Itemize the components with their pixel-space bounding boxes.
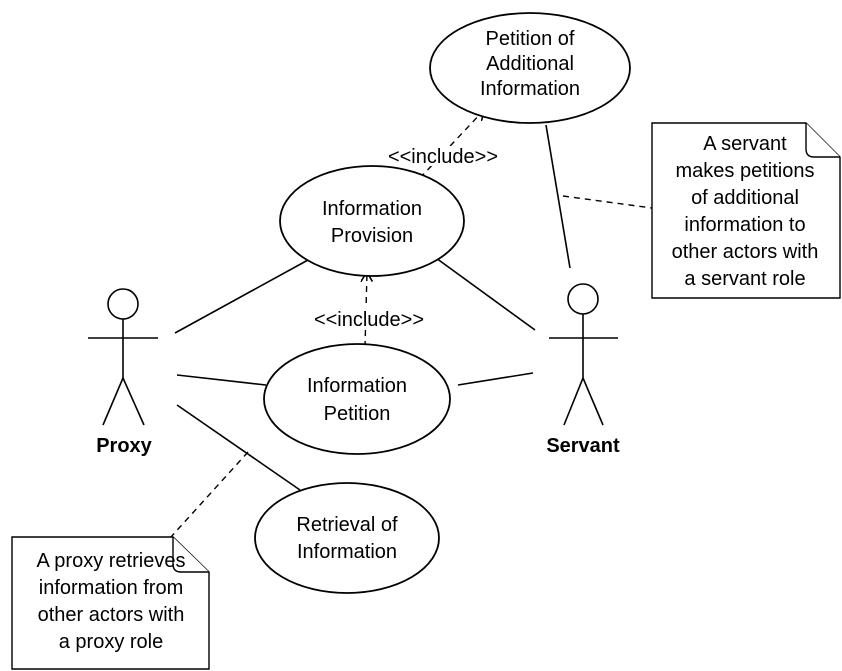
assoc-servant-petition bbox=[457, 372, 534, 386]
actor-servant: Servant bbox=[546, 283, 620, 457]
assoc-proxy-provision bbox=[174, 259, 309, 334]
note-line: other actors with bbox=[672, 241, 819, 263]
note-line: information from bbox=[39, 577, 184, 599]
use-case-label-line: Information bbox=[307, 375, 407, 397]
assoc-servant-petition-additional bbox=[545, 124, 571, 269]
actor-proxy: Proxy bbox=[88, 288, 158, 457]
actor-leg-left bbox=[102, 377, 124, 426]
note-anchor-servant bbox=[562, 195, 653, 209]
actor-servant-label: Servant bbox=[546, 435, 620, 457]
include-provision-to-petition-additional bbox=[419, 110, 484, 179]
note-line: other actors with bbox=[38, 604, 185, 626]
assoc-servant-provision bbox=[435, 257, 536, 331]
assoc-proxy-retrieval bbox=[176, 404, 301, 491]
actor-leg-left bbox=[563, 377, 584, 426]
use-case-label-line: Additional bbox=[486, 53, 574, 75]
note-body bbox=[651, 122, 841, 299]
use-case-information-petition: Information Petition bbox=[263, 343, 451, 455]
note-line: a proxy role bbox=[59, 631, 164, 653]
use-case-label-line: Retrieval of bbox=[296, 514, 398, 536]
include-label-upper: <<include>> bbox=[388, 146, 498, 168]
note-fold bbox=[805, 123, 840, 158]
use-case-label-line: Petition bbox=[324, 403, 391, 425]
note-anchor-proxy bbox=[169, 451, 249, 539]
note-body bbox=[11, 536, 210, 670]
note-line: of additional bbox=[691, 187, 799, 209]
actor-leg-right bbox=[582, 377, 604, 426]
include-label-bg bbox=[376, 146, 510, 166]
use-case-retrieval-of-information: Retrieval of Information bbox=[254, 482, 440, 594]
include-label-bg bbox=[302, 308, 436, 330]
actor-leg-right bbox=[122, 377, 145, 426]
use-case-label-line: Provision bbox=[331, 225, 413, 247]
use-case-label-line: Information bbox=[322, 198, 422, 220]
actor-proxy-label: Proxy bbox=[96, 435, 152, 457]
note-fold bbox=[172, 537, 209, 573]
include-label-lower: <<include>> bbox=[314, 309, 424, 331]
note-proxy: A proxy retrieves information from other… bbox=[11, 536, 210, 670]
use-case-label-line: Information bbox=[480, 78, 580, 100]
use-case-label-line: Information bbox=[297, 541, 397, 563]
note-servant: A servant makes petitions of additional … bbox=[651, 122, 841, 299]
actor-head bbox=[107, 288, 139, 320]
note-line: a servant role bbox=[684, 268, 805, 290]
note-line: A proxy retrieves bbox=[37, 550, 186, 572]
note-line: information to bbox=[684, 214, 805, 236]
assoc-proxy-petition bbox=[176, 374, 267, 386]
use-case-petition-additional-information: Petition of Additional Information bbox=[429, 12, 631, 124]
actor-head bbox=[567, 283, 599, 315]
note-line: A servant bbox=[703, 133, 787, 155]
use-case-label-line: Petition of bbox=[486, 28, 575, 50]
note-line: makes petitions bbox=[676, 160, 815, 182]
use-case-information-provision: Information Provision bbox=[279, 165, 465, 277]
